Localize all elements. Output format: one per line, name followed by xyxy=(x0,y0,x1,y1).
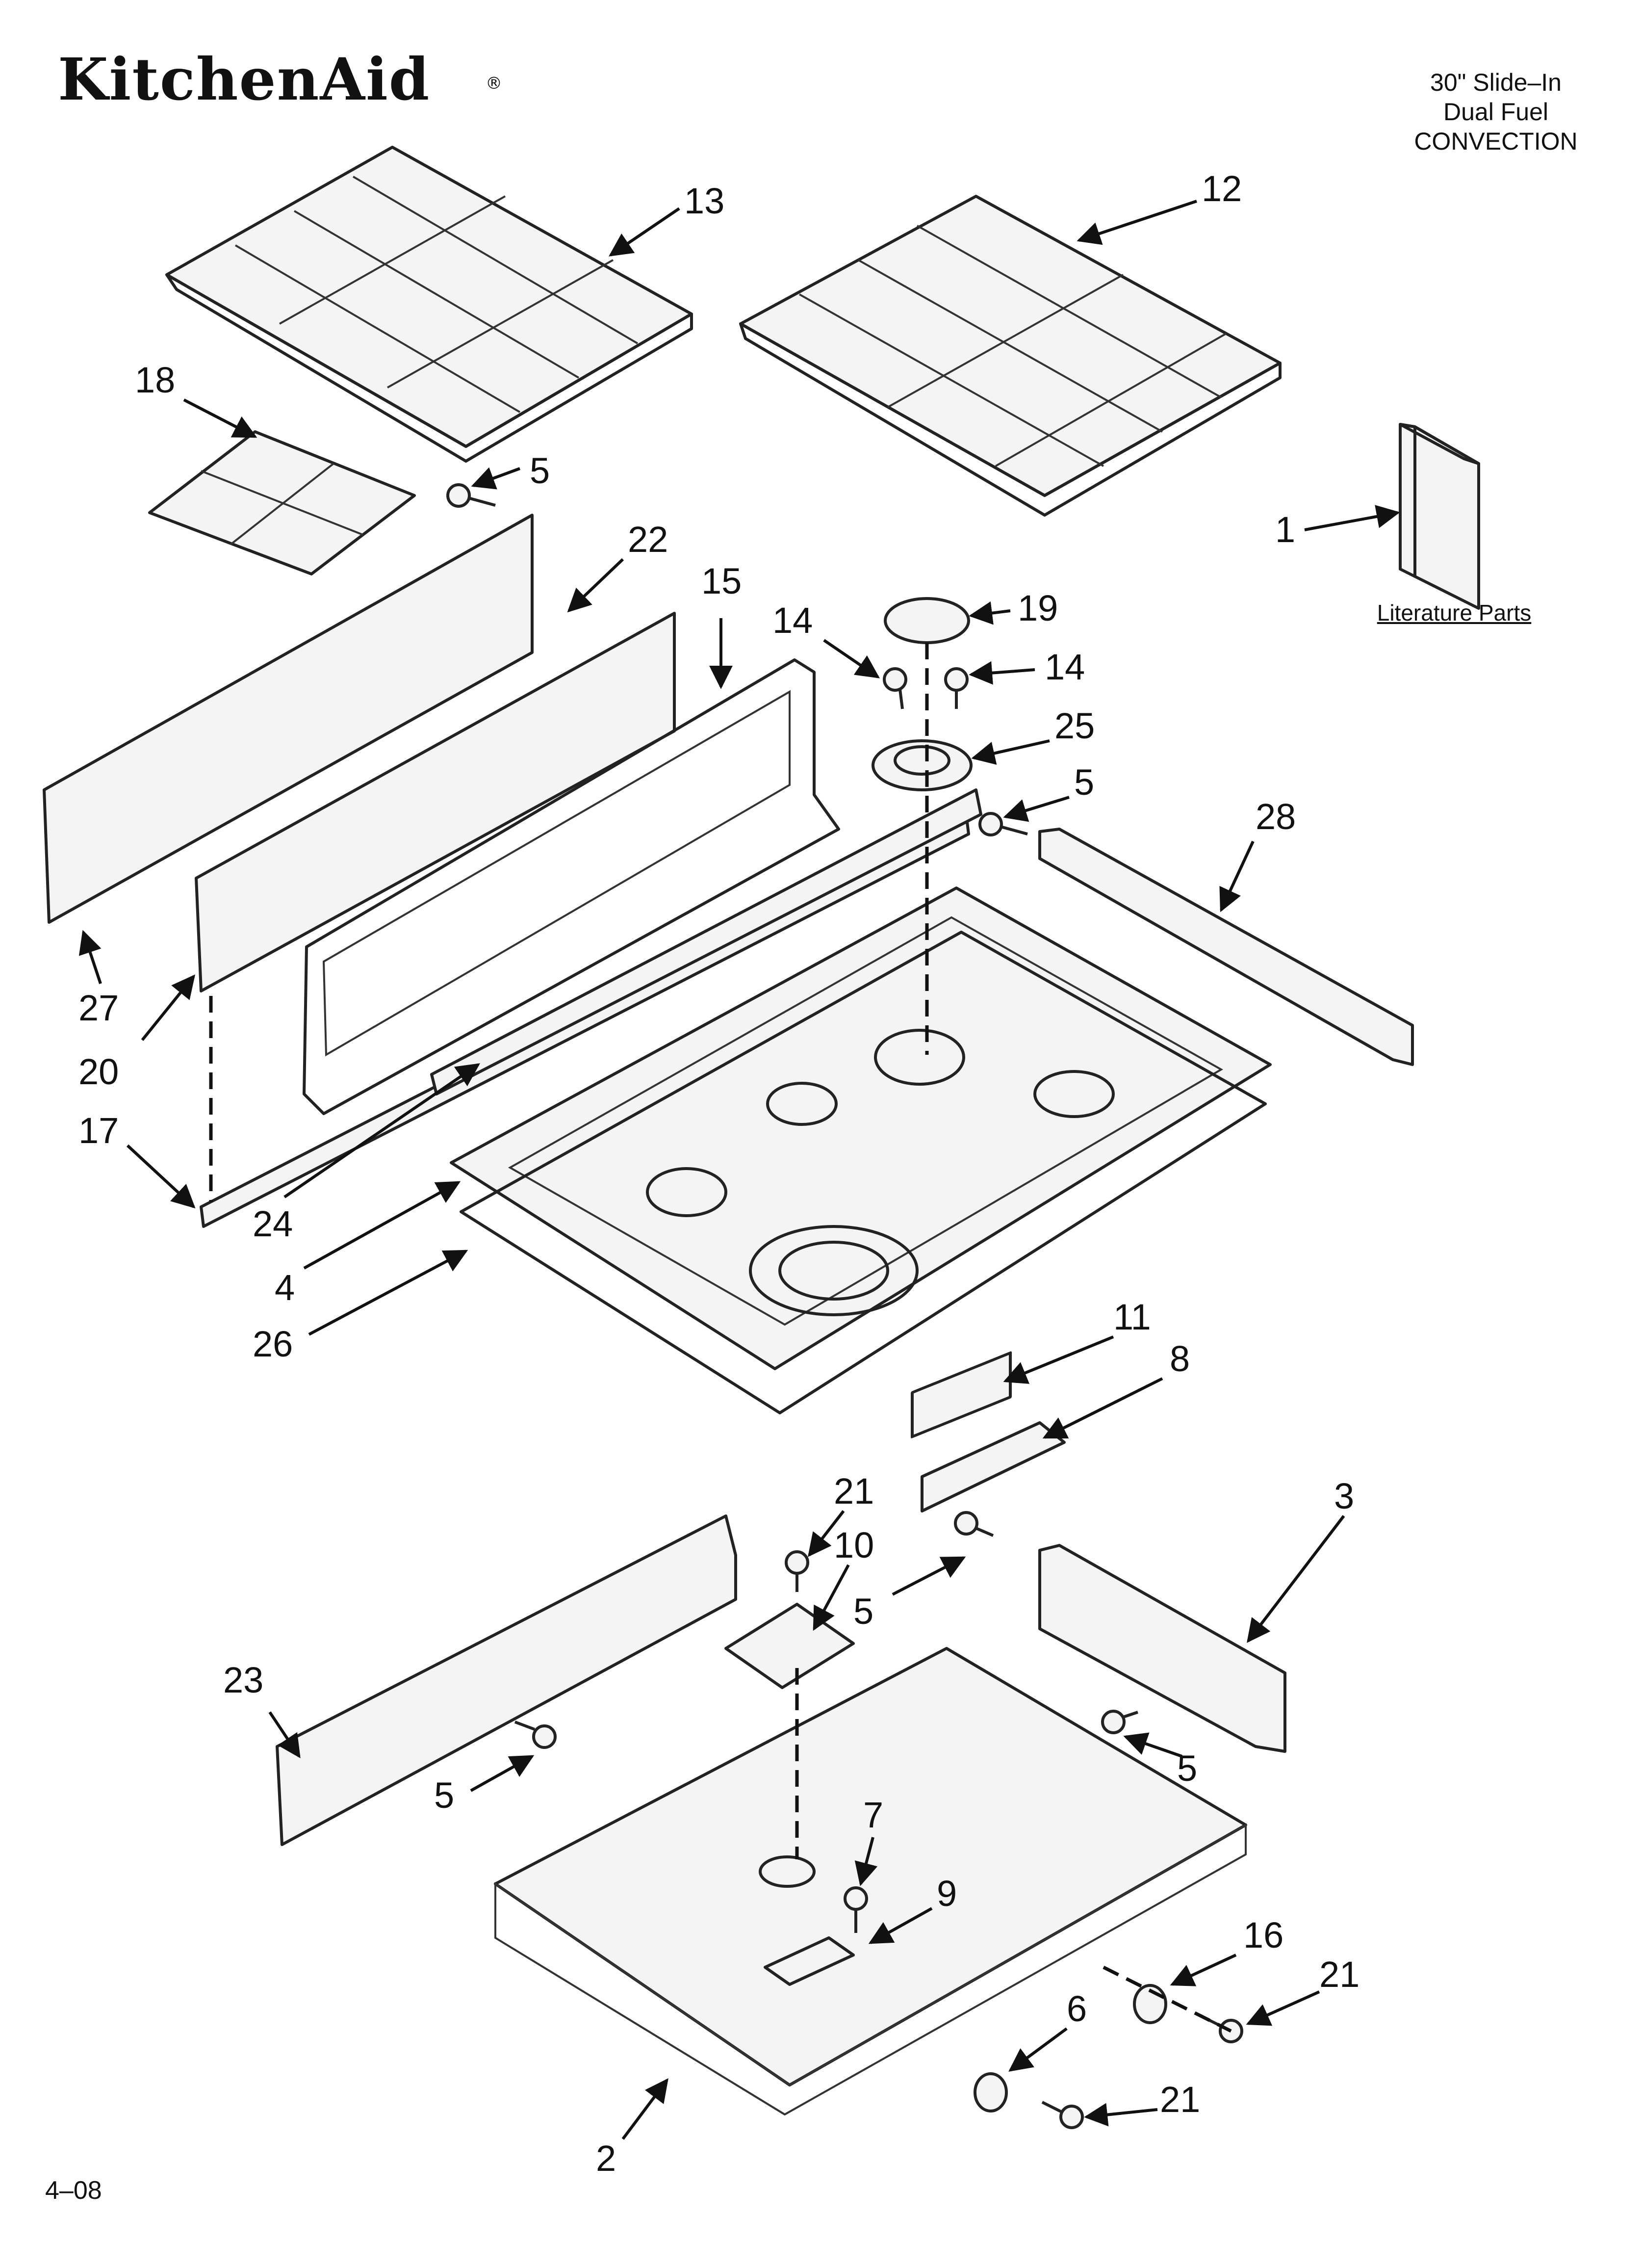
callout-21b: 21 xyxy=(1319,1954,1360,1995)
screw-icon xyxy=(954,1511,994,1537)
screw-icon xyxy=(446,483,496,508)
callout-17: 17 xyxy=(78,1110,119,1151)
bracket-clip xyxy=(974,2072,1008,2112)
trim-bar xyxy=(430,788,982,1095)
callout-14b: 14 xyxy=(1045,647,1085,687)
side-bracket-right xyxy=(1038,1544,1286,1753)
callout-labels: 13 12 18 5 1 22 15 14 19 14 25 5 28 27 2… xyxy=(78,168,1360,2179)
grate-icon xyxy=(739,195,1282,517)
callout-15: 15 xyxy=(701,561,742,601)
screw-icon xyxy=(944,667,969,709)
frame-opening xyxy=(322,690,791,1057)
callout-10: 10 xyxy=(834,1525,874,1565)
leader-arrows xyxy=(78,200,1400,2140)
screw-icon xyxy=(978,812,1028,836)
back-panel xyxy=(43,514,534,924)
side-rail-left xyxy=(276,1514,737,1846)
model-line-3: CONVECTION xyxy=(1414,128,1578,155)
callout-5b: 5 xyxy=(1074,762,1094,803)
screw-icon xyxy=(1101,1710,1138,1734)
burner-icon xyxy=(874,1029,965,1086)
frame xyxy=(303,658,840,1115)
screw-icon xyxy=(785,1550,809,1592)
callout-12: 12 xyxy=(1202,168,1242,209)
igniter-icon xyxy=(764,1936,855,1986)
screw-icon xyxy=(883,667,907,709)
callout-9: 9 xyxy=(937,1873,957,1914)
callout-14a: 14 xyxy=(772,600,813,641)
footer-code: 4–08 xyxy=(45,2176,102,2205)
callout-21c: 21 xyxy=(1160,2079,1200,2120)
literature-parts-label: Literature Parts xyxy=(1377,600,1532,626)
igniter-icon xyxy=(911,1351,1012,1438)
burner-icon xyxy=(646,1167,727,1217)
callout-8: 8 xyxy=(1170,1338,1190,1379)
callout-5c: 5 xyxy=(853,1591,873,1632)
callout-11: 11 xyxy=(1113,1297,1151,1337)
screw-icon xyxy=(1041,2101,1084,2129)
plate xyxy=(724,1603,855,1689)
callout-13: 13 xyxy=(684,181,724,221)
callout-23: 23 xyxy=(223,1660,263,1700)
screw-icon xyxy=(844,1886,868,1933)
callout-3: 3 xyxy=(1334,1476,1354,1516)
callout-7: 7 xyxy=(863,1795,883,1835)
model-line-1: 30" Slide–In xyxy=(1430,69,1562,96)
bracket xyxy=(921,1421,1066,1512)
callout-28: 28 xyxy=(1256,796,1296,837)
callout-25: 25 xyxy=(1054,705,1095,746)
model-line-2: Dual Fuel xyxy=(1443,98,1548,126)
burner-cap xyxy=(884,597,970,644)
callout-5e: 5 xyxy=(1177,1748,1197,1789)
cooktop xyxy=(450,886,1272,1370)
callout-22: 22 xyxy=(628,519,668,560)
base-pan xyxy=(494,1647,1247,2116)
brand-logo: KitchenAid xyxy=(58,45,431,113)
callout-5d: 5 xyxy=(434,1775,454,1816)
callout-2: 2 xyxy=(596,2138,616,2179)
grate-icon xyxy=(165,146,693,463)
callout-6: 6 xyxy=(1067,1988,1087,2029)
callout-27: 27 xyxy=(78,988,119,1028)
screw-icon xyxy=(514,1721,557,1749)
literature-book-icon xyxy=(1399,423,1480,610)
callout-21a: 21 xyxy=(834,1471,874,1512)
grate-icon xyxy=(148,430,416,575)
callout-26: 26 xyxy=(253,1324,293,1364)
burner-icon xyxy=(1033,1070,1115,1118)
side-trim xyxy=(1038,828,1414,1066)
registered-mark: ® xyxy=(486,74,502,93)
model-description: 30" Slide–In Dual Fuel CONVECTION xyxy=(1368,68,1623,156)
callout-16: 16 xyxy=(1243,1915,1283,1955)
callout-24: 24 xyxy=(253,1203,293,1244)
callout-20: 20 xyxy=(78,1051,119,1092)
callout-18: 18 xyxy=(135,360,175,400)
callout-5a: 5 xyxy=(530,450,550,491)
gasket xyxy=(460,931,1267,1414)
callout-4: 4 xyxy=(275,1267,295,1308)
callout-1: 1 xyxy=(1275,509,1295,550)
callout-19: 19 xyxy=(1018,588,1058,628)
